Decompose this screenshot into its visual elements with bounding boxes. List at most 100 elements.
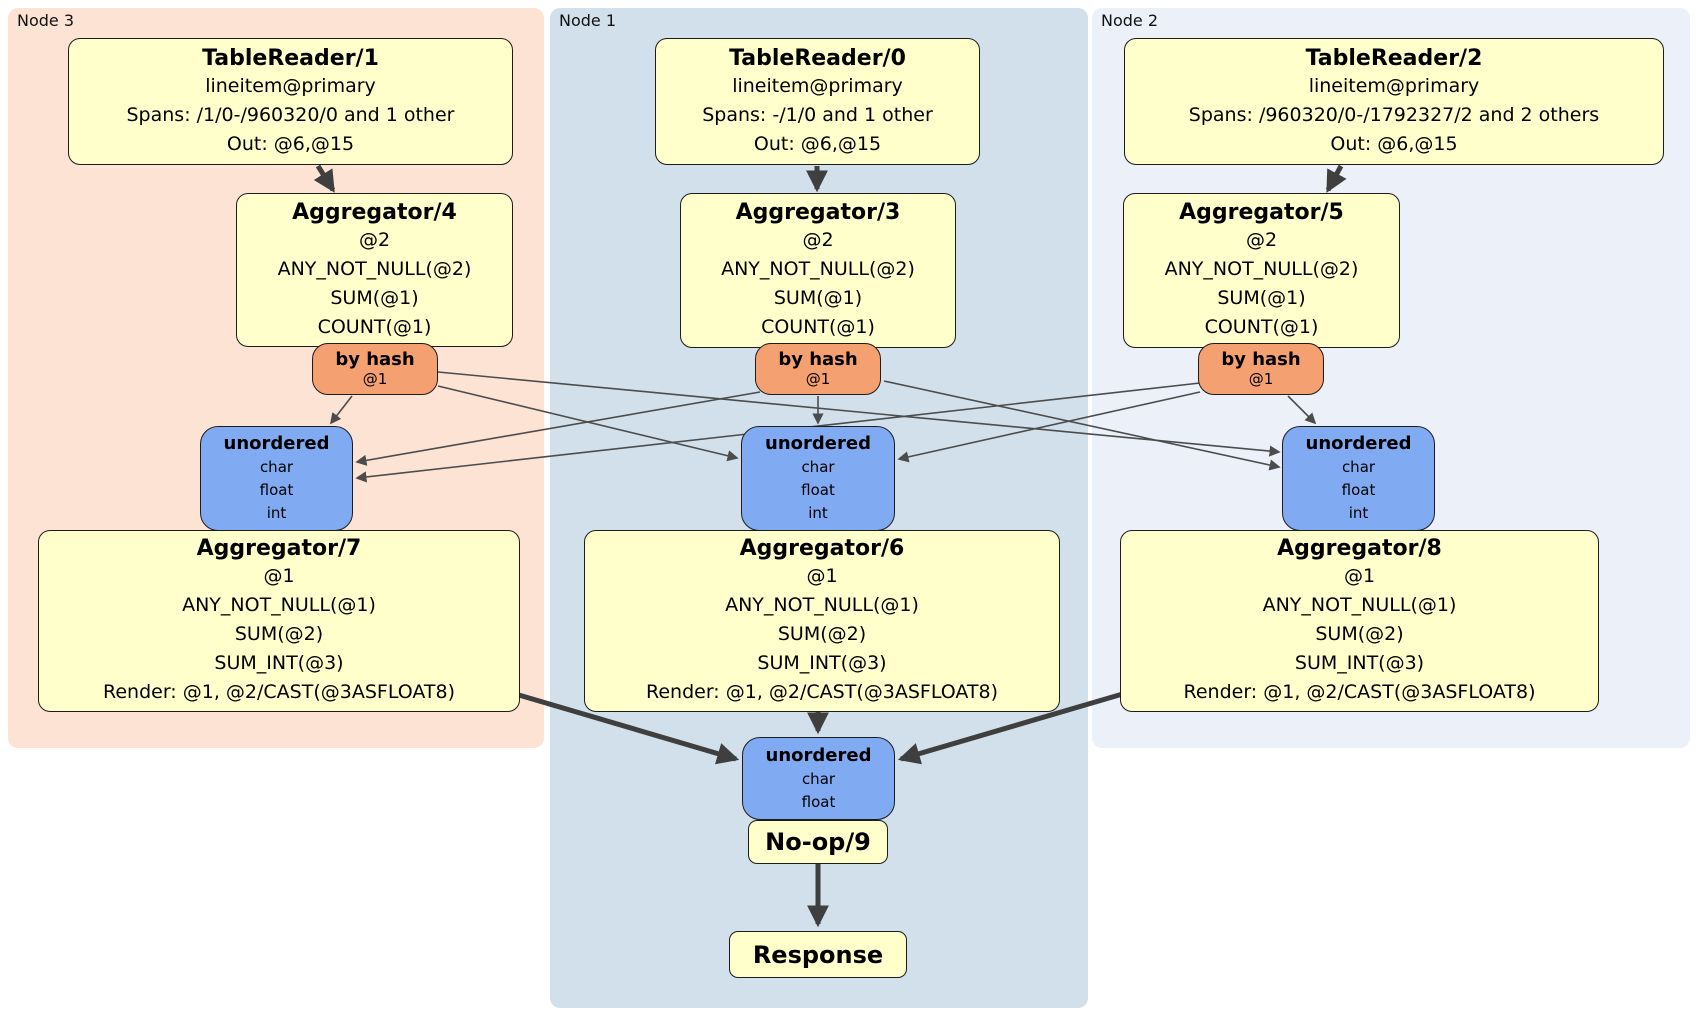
processor-aggregator-6: Aggregator/6 @1 ANY_NOT_NULL(@1) SUM(@2)…: [584, 530, 1060, 712]
box-title: by hash: [335, 349, 415, 370]
box-line: Render: @1, @2/CAST(@3ASFLOAT8): [103, 681, 455, 703]
box-line: ANY_NOT_NULL(@1): [1262, 594, 1457, 616]
node1-label: Node 1: [559, 11, 617, 30]
box-line: ANY_NOT_NULL(@1): [725, 594, 919, 616]
box-line: SUM(@1): [330, 286, 419, 309]
box-line: Render: @1, @2/CAST(@3ASFLOAT8): [1183, 681, 1536, 703]
box-line: @2: [802, 229, 834, 251]
box-line: @1: [263, 565, 295, 587]
box-line: char: [1341, 458, 1376, 476]
box-line: SUM(@2): [777, 623, 867, 645]
box-line: float: [801, 792, 836, 811]
box-line: COUNT(@1): [317, 315, 432, 338]
box-line: @1: [362, 370, 388, 388]
box-title: unordered: [765, 433, 871, 454]
box-title: TableReader/1: [202, 45, 379, 71]
box-title: unordered: [223, 433, 330, 454]
edge-tr2-agg5: [1325, 164, 1347, 193]
edge-tr1-agg4: [313, 164, 336, 193]
box-line: SUM(@1): [1217, 287, 1306, 309]
box-title: by hash: [778, 349, 858, 370]
box-line: Spans: /960320/0-/1792327/2 and 2 others: [1188, 103, 1600, 126]
box-line: lineitem@primary: [1308, 74, 1480, 97]
box-line: @1: [1248, 370, 1274, 388]
box-title: TableReader/2: [1305, 45, 1483, 71]
box-title: unordered: [765, 744, 872, 766]
box-title: unordered: [1305, 433, 1412, 454]
edge-agg8-syncfinal: [897, 690, 1127, 765]
box-line: Out: @6,@15: [753, 132, 882, 155]
box-line: Spans: -/1/0 and 1 other: [702, 103, 933, 126]
processor-aggregator-5: Aggregator/5 @2 ANY_NOT_NULL(@2) SUM(@1)…: [1123, 193, 1400, 348]
box-title: No-op/9: [765, 828, 871, 856]
edge-hashM-syncL: [355, 391, 761, 466]
box-line: Out: @6,@15: [1330, 132, 1458, 155]
box-line: lineitem@primary: [732, 74, 903, 97]
box-line: SUM(@2): [1315, 623, 1404, 645]
box-line: float: [801, 481, 835, 499]
node2-label: Node 2: [1101, 11, 1159, 30]
box-line: COUNT(@1): [761, 316, 875, 338]
box-line: int: [266, 504, 287, 522]
box-line: SUM_INT(@3): [1294, 652, 1425, 674]
box-line: ANY_NOT_NULL(@2): [721, 258, 915, 280]
box-title: Aggregator/7: [196, 536, 362, 561]
response-node: Response: [729, 931, 907, 978]
box-line: char: [259, 458, 294, 476]
processor-aggregator-8: Aggregator/8 @1 ANY_NOT_NULL(@1) SUM(@2)…: [1120, 530, 1599, 712]
sync-unordered-mid: unordered char float int: [741, 426, 895, 531]
box-line: float: [259, 481, 294, 499]
box-line: COUNT(@1): [1204, 316, 1319, 338]
box-line: Out: @6,@15: [226, 132, 355, 155]
node3-label: Node 3: [17, 11, 75, 30]
box-line: lineitem@primary: [205, 74, 376, 97]
processor-aggregator-4: Aggregator/4 @2 ANY_NOT_NULL(@2) SUM(@1)…: [236, 193, 513, 347]
box-line: ANY_NOT_NULL(@2): [277, 257, 472, 280]
box-line: @1: [1343, 565, 1376, 587]
processor-aggregator-7: Aggregator/7 @1 ANY_NOT_NULL(@1) SUM(@2)…: [38, 530, 520, 712]
box-line: @1: [805, 370, 831, 388]
processor-tablereader-0: TableReader/0 lineitem@primary Spans: -/…: [655, 38, 980, 165]
box-line: Render: @1, @2/CAST(@3ASFLOAT8): [646, 681, 998, 703]
box-line: SUM_INT(@3): [214, 652, 344, 674]
box-line: @2: [358, 228, 391, 251]
router-by-hash-right: by hash @1: [1198, 343, 1324, 395]
box-line: SUM(@2): [234, 623, 324, 645]
box-title: Aggregator/8: [1277, 536, 1442, 561]
box-line: ANY_NOT_NULL(@1): [182, 594, 376, 616]
box-line: int: [808, 504, 828, 522]
router-by-hash-mid: by hash @1: [755, 343, 881, 395]
box-line: char: [801, 769, 836, 788]
edge-hashL-syncR: [437, 371, 1281, 457]
processor-noop-9: No-op/9: [748, 820, 888, 864]
box-line: SUM(@1): [773, 287, 863, 309]
box-line: ANY_NOT_NULL(@2): [1164, 258, 1359, 280]
edge-hashL-syncL: [329, 395, 353, 425]
router-by-hash-left: by hash @1: [312, 343, 438, 395]
box-title: TableReader/0: [729, 45, 906, 71]
processor-aggregator-3: Aggregator/3 @2 ANY_NOT_NULL(@2) SUM(@1)…: [680, 193, 956, 348]
box-title: Aggregator/6: [739, 536, 905, 561]
sync-unordered-right: unordered char float int: [1282, 426, 1435, 531]
box-title: by hash: [1221, 349, 1301, 370]
processor-tablereader-2: TableReader/2 lineitem@primary Spans: /9…: [1124, 38, 1664, 165]
box-line: @2: [1245, 229, 1278, 251]
edge-agg7-syncfinal: [511, 690, 740, 765]
edge-hashR-syncM: [897, 391, 1201, 463]
processor-tablereader-1: TableReader/1 lineitem@primary Spans: /1…: [68, 38, 513, 165]
box-title: Aggregator/3: [735, 200, 901, 225]
edge-hashM-syncR: [883, 380, 1281, 471]
sync-unordered-final: unordered char float: [742, 737, 895, 820]
box-title: Aggregator/5: [1179, 200, 1344, 225]
box-line: char: [801, 458, 835, 476]
box-line: SUM_INT(@3): [757, 652, 887, 674]
box-line: float: [1341, 481, 1376, 499]
box-line: int: [1348, 504, 1369, 522]
box-title: Response: [752, 940, 884, 969]
box-line: Spans: /1/0-/960320/0 and 1 other: [126, 103, 455, 126]
box-title: Aggregator/4: [292, 199, 457, 225]
box-line: @1: [806, 565, 838, 587]
edge-hashR-syncR: [1287, 395, 1317, 425]
